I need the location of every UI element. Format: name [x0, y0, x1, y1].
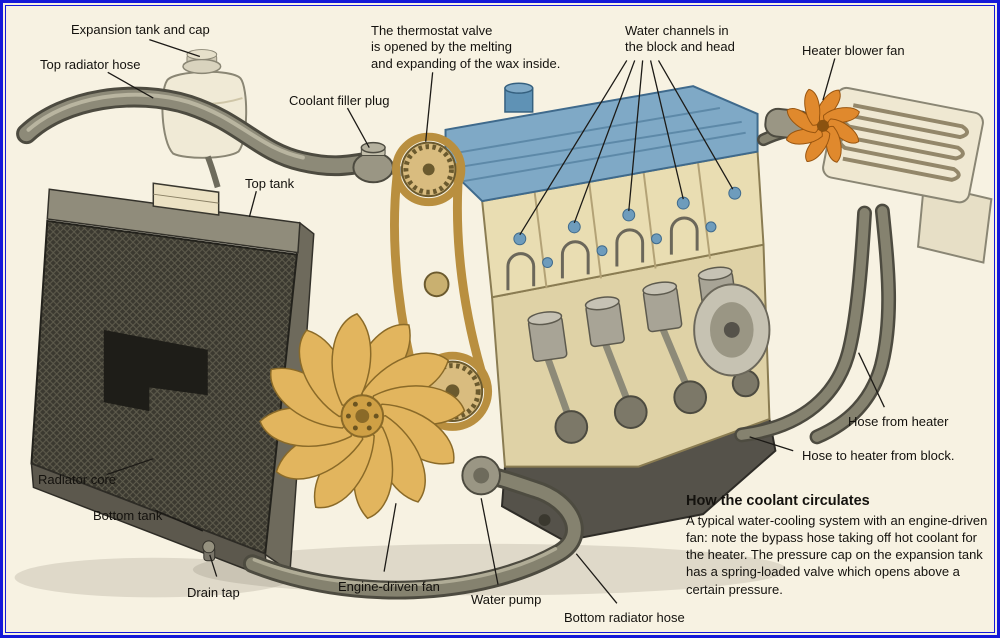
bottom-radiator-hose-part — [242, 468, 584, 600]
caption-body: A typical water-cooling system with an e… — [686, 513, 988, 597]
oil-filler-cap — [504, 82, 534, 113]
cooling-system-illustration — [14, 39, 993, 604]
label-heater-blower-fan: Heater blower fan — [802, 43, 905, 58]
label-engine-driven-fan: Engine-driven fan — [338, 579, 440, 594]
label-expansion-tank-and-cap: Expansion tank and cap — [71, 22, 210, 37]
heater-assembly — [764, 86, 993, 264]
caption-title: How the coolant circulates — [686, 493, 870, 509]
combustion-chambers — [506, 216, 699, 291]
radiator-core-cut — [103, 329, 208, 412]
label-water-pump: Water pump — [471, 592, 542, 607]
label-drain-tap: Drain tap — [187, 585, 240, 600]
caption: How the coolant circulates A typical wat… — [686, 493, 994, 598]
label-bottom-tank: Bottom tank — [93, 508, 163, 523]
leader-lines — [106, 39, 885, 604]
flywheel-housing — [693, 283, 771, 377]
engine — [444, 82, 777, 542]
engine-driven-fan-part — [259, 313, 466, 520]
label-bottom-radiator-hose: Bottom radiator hose — [564, 610, 685, 625]
label-hose-from-heater: Hose from heater — [848, 414, 949, 429]
water-channels-part — [513, 186, 742, 268]
label-coolant-filler-plug: Coolant filler plug — [289, 93, 390, 108]
drain-tap-part — [202, 540, 216, 562]
label-top-radiator-hose: Top radiator hose — [40, 57, 141, 72]
crankshaft — [554, 369, 760, 444]
radiator — [30, 182, 315, 579]
heater-matrix — [822, 86, 984, 204]
camshaft-gear — [400, 141, 457, 198]
expansion-tank-cap — [182, 49, 222, 75]
top-radiator-hose-part — [16, 86, 376, 177]
heater-blower-fan-part — [785, 88, 860, 163]
label-hose-to-heater: Hose to heater from block. — [802, 448, 955, 463]
label-thermostat-note: The thermostat valve is opened by the me… — [371, 23, 561, 71]
belt-tensioner — [423, 271, 450, 298]
water-pump-part — [461, 455, 501, 496]
label-water-channels: Water channels in the block and head — [625, 23, 735, 55]
label-radiator-core: Radiator core — [38, 472, 117, 487]
label-top-tank: Top tank — [245, 176, 295, 191]
coolant-filler-plug-part — [360, 141, 386, 157]
